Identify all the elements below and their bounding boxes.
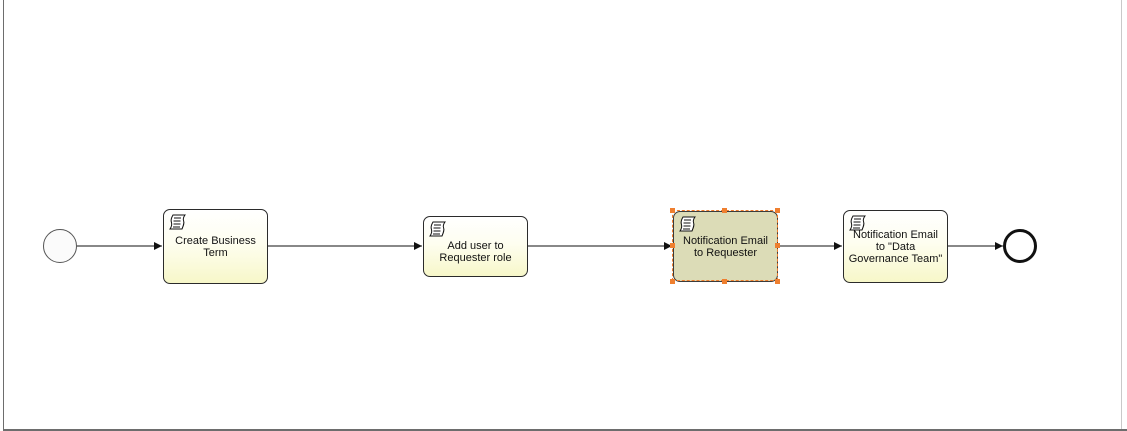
end-event[interactable] <box>1003 229 1037 263</box>
canvas-right-border <box>1121 0 1122 429</box>
selection-handle-middle-right[interactable] <box>775 243 780 248</box>
task-create-business-term[interactable]: Create Business Term <box>163 209 268 284</box>
sequence-flow-add-user-to-notification[interactable] <box>528 242 672 250</box>
sequence-flow-governance-to-end[interactable] <box>948 242 1003 250</box>
task-label: Create Business Term <box>175 234 256 259</box>
script-task-icon <box>679 216 696 232</box>
sequence-flow-start-to-create[interactable] <box>77 242 162 250</box>
script-task-icon <box>849 215 866 231</box>
selection-handle-bottom-right[interactable] <box>775 279 780 284</box>
task-notification-email-requester[interactable]: Notification Email to Requester <box>673 211 778 282</box>
task-add-user-requester-role[interactable]: Add user to Requester role <box>423 216 528 277</box>
task-label: Add user to Requester role <box>439 239 512 264</box>
selection-handle-middle-left[interactable] <box>670 243 675 248</box>
task-notification-email-governance[interactable]: Notification Email to "Data Governance T… <box>843 210 948 283</box>
sequence-flow-notification-to-governance[interactable] <box>778 242 842 250</box>
selection-handle-top-left[interactable] <box>670 208 675 213</box>
selection-handle-bottom-left[interactable] <box>670 279 675 284</box>
selection-handle-bottom-center[interactable] <box>722 279 727 284</box>
canvas-bottom-border <box>3 429 1127 431</box>
selection-handle-top-center[interactable] <box>722 208 727 213</box>
task-label: Notification Email to "Data Governance T… <box>848 228 943 265</box>
selection-handle-top-right[interactable] <box>775 208 780 213</box>
script-task-icon <box>429 221 446 237</box>
script-task-icon <box>169 214 186 230</box>
sequence-flow-create-to-add-user[interactable] <box>268 242 422 250</box>
canvas-left-border <box>3 0 4 429</box>
start-event[interactable] <box>43 229 77 263</box>
task-label: Notification Email to Requester <box>683 234 768 259</box>
